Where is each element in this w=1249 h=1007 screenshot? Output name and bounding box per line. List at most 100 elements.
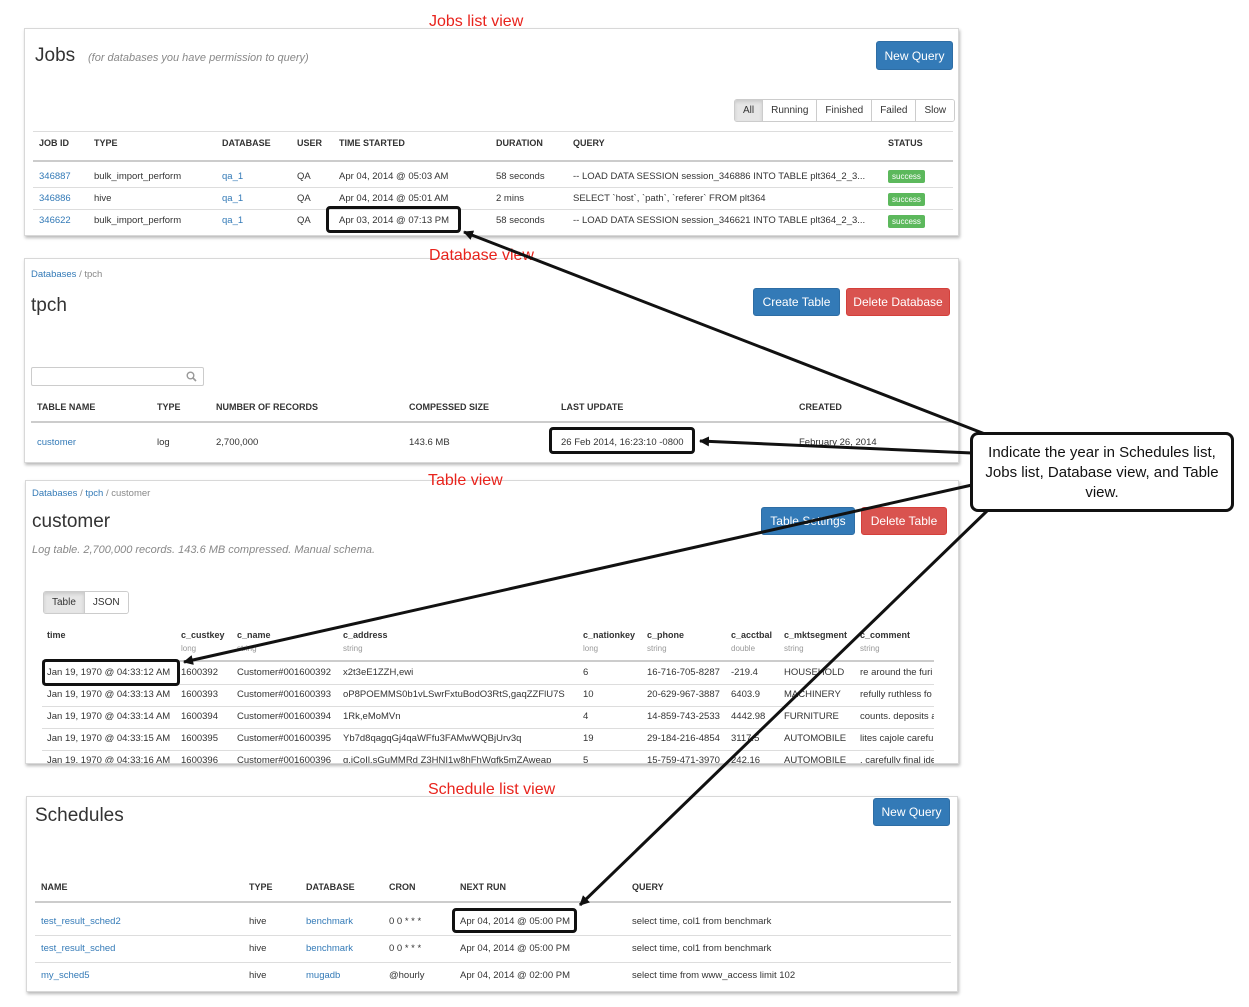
table-records: 2,700,000 bbox=[216, 437, 259, 448]
row-c-nationkey: 4 bbox=[583, 711, 589, 722]
highlight-box bbox=[326, 206, 461, 233]
tab-json-view[interactable]: JSON bbox=[84, 592, 128, 613]
job-time-started: Apr 04, 2014 @ 05:01 AM bbox=[339, 193, 449, 204]
job-id-link[interactable]: 346887 bbox=[39, 171, 71, 182]
status-badge: success bbox=[888, 193, 925, 206]
schedule-database-link[interactable]: mugadb bbox=[306, 970, 341, 981]
col-type: TYPE bbox=[94, 138, 118, 148]
arrow-to-jobs bbox=[463, 230, 986, 436]
row-time: Jan 19, 1970 @ 04:33:14 AM bbox=[47, 711, 171, 722]
delete-database-button[interactable]: Delete Database bbox=[846, 288, 950, 316]
col-type-label: long bbox=[583, 644, 599, 653]
status-badge: success bbox=[888, 215, 925, 228]
job-database-link[interactable]: qa_1 bbox=[222, 171, 244, 182]
page-subtitle: (for databases you have permission to qu… bbox=[88, 52, 309, 64]
col-c-phone: c_phone bbox=[647, 630, 685, 640]
row-c-mktsegment: AUTOMOBILE bbox=[784, 755, 847, 764]
status-badge: success bbox=[888, 170, 925, 183]
filter-failed[interactable]: Failed bbox=[872, 100, 917, 121]
arrow-to-database bbox=[699, 436, 973, 455]
schedule-name-link[interactable]: my_sched5 bbox=[41, 970, 90, 981]
col-type: TYPE bbox=[157, 402, 181, 412]
breadcrumb-databases-link[interactable]: Databases bbox=[31, 269, 77, 280]
delete-table-button[interactable]: Delete Table bbox=[861, 507, 947, 535]
col-query: QUERY bbox=[573, 138, 605, 148]
col-type: TYPE bbox=[249, 882, 273, 892]
breadcrumb-databases-link[interactable]: Databases bbox=[32, 488, 78, 499]
row-c-custkey: 1600393 bbox=[181, 689, 218, 700]
row-c-name: Customer#001600392 bbox=[237, 667, 332, 678]
col-type-label: long bbox=[181, 644, 197, 653]
status-filter-group: All Running Finished Failed Slow bbox=[734, 99, 956, 122]
job-database-link[interactable]: qa_1 bbox=[222, 215, 244, 226]
row-c-name: Customer#001600394 bbox=[237, 711, 332, 722]
arrow-to-table bbox=[183, 483, 973, 665]
row-c-acctbal: 6403.9 bbox=[731, 689, 761, 700]
job-query: -- LOAD DATA SESSION session_346886 INTO… bbox=[573, 171, 866, 182]
table-size: 143.6 MB bbox=[409, 437, 450, 448]
col-type-label: string bbox=[784, 644, 804, 653]
col-cron: CRON bbox=[389, 882, 416, 892]
schedule-cron: 0 0 * * * bbox=[389, 943, 422, 954]
schedules-panel: Schedules New Query NAME TYPE DATABASE C… bbox=[26, 796, 958, 992]
schedule-database-link[interactable]: benchmark bbox=[306, 943, 353, 954]
annotation-database-view: Database view bbox=[429, 247, 534, 264]
table-created: February 26, 2014 bbox=[799, 437, 877, 448]
row-c-phone: 14-859-743-2533 bbox=[647, 711, 720, 722]
job-query: SELECT `host`, `path`, `referer` FROM pl… bbox=[573, 193, 766, 204]
table-summary: Log table. 2,700,000 records. 143.6 MB c… bbox=[32, 544, 376, 556]
col-name: NAME bbox=[41, 882, 68, 892]
col-database: DATABASE bbox=[306, 882, 355, 892]
col-duration: DURATION bbox=[496, 138, 543, 148]
table-type: log bbox=[157, 437, 170, 448]
filter-all[interactable]: All bbox=[735, 100, 764, 121]
job-type: bulk_import_perform bbox=[94, 215, 182, 226]
row-c-name: Customer#001600393 bbox=[237, 689, 332, 700]
filter-finished[interactable]: Finished bbox=[817, 100, 873, 121]
row-c-custkey: 1600394 bbox=[181, 711, 218, 722]
highlight-box bbox=[42, 659, 180, 686]
col-last-update: LAST UPDATE bbox=[561, 402, 624, 412]
schedule-next-run: Apr 04, 2014 @ 02:00 PM bbox=[460, 970, 570, 981]
row-divider bbox=[42, 706, 934, 707]
table-name-link[interactable]: customer bbox=[37, 437, 77, 448]
row-c-nationkey: 10 bbox=[583, 689, 594, 700]
col-time: time bbox=[47, 630, 66, 640]
breadcrumb: Databases / tpch bbox=[31, 269, 103, 280]
job-id-link[interactable]: 346886 bbox=[39, 193, 71, 204]
filter-running[interactable]: Running bbox=[763, 100, 818, 121]
job-id-link[interactable]: 346622 bbox=[39, 215, 71, 226]
breadcrumb-db-link[interactable]: tpch bbox=[85, 488, 104, 499]
schedule-database-link[interactable]: benchmark bbox=[306, 916, 353, 927]
col-c-acctbal: c_acctbal bbox=[731, 630, 773, 640]
row-c-custkey: 1600392 bbox=[181, 667, 218, 678]
schedule-type: hive bbox=[249, 916, 267, 927]
col-type-label: double bbox=[731, 644, 756, 653]
row-divider bbox=[42, 728, 934, 729]
row-c-address: g,iCoIl,sGuMMRd Z3HNI1w8hFhWqfk5mZAweap bbox=[343, 755, 552, 764]
job-duration: 58 seconds bbox=[496, 171, 545, 182]
schedule-name-link[interactable]: test_result_sched bbox=[41, 943, 116, 954]
row-c-comment: lites cajole carefu bbox=[860, 733, 934, 744]
col-c-address: c_address bbox=[343, 630, 388, 640]
table-search-input[interactable] bbox=[31, 367, 204, 386]
new-query-button[interactable]: New Query bbox=[876, 41, 953, 70]
filter-slow[interactable]: Slow bbox=[916, 100, 955, 121]
row-c-name: Customer#001600395 bbox=[237, 733, 332, 744]
row-c-mktsegment: MACHINERY bbox=[784, 689, 841, 700]
col-type-label: string bbox=[343, 644, 363, 653]
schedule-name-link[interactable]: test_result_sched2 bbox=[41, 916, 121, 927]
job-database-link[interactable]: qa_1 bbox=[222, 193, 244, 204]
tab-table-view[interactable]: Table bbox=[44, 592, 85, 613]
row-c-address: oP8POEMMS0b1vLSwrFxtuBodO3RtS,gaqZZFlU7S bbox=[343, 689, 565, 700]
col-number-of-records: NUMBER OF RECORDS bbox=[216, 402, 319, 412]
row-c-acctbal: 4442.98 bbox=[731, 711, 766, 722]
row-c-comment: . carefully final ide bbox=[860, 755, 934, 764]
view-toggle: Table JSON bbox=[43, 591, 129, 614]
schedule-cron: @hourly bbox=[389, 970, 425, 981]
create-table-button[interactable]: Create Table bbox=[753, 288, 840, 316]
col-c-nationkey: c_nationkey bbox=[583, 630, 636, 640]
new-query-button[interactable]: New Query bbox=[873, 798, 950, 826]
col-c-name: c_name bbox=[237, 630, 271, 640]
